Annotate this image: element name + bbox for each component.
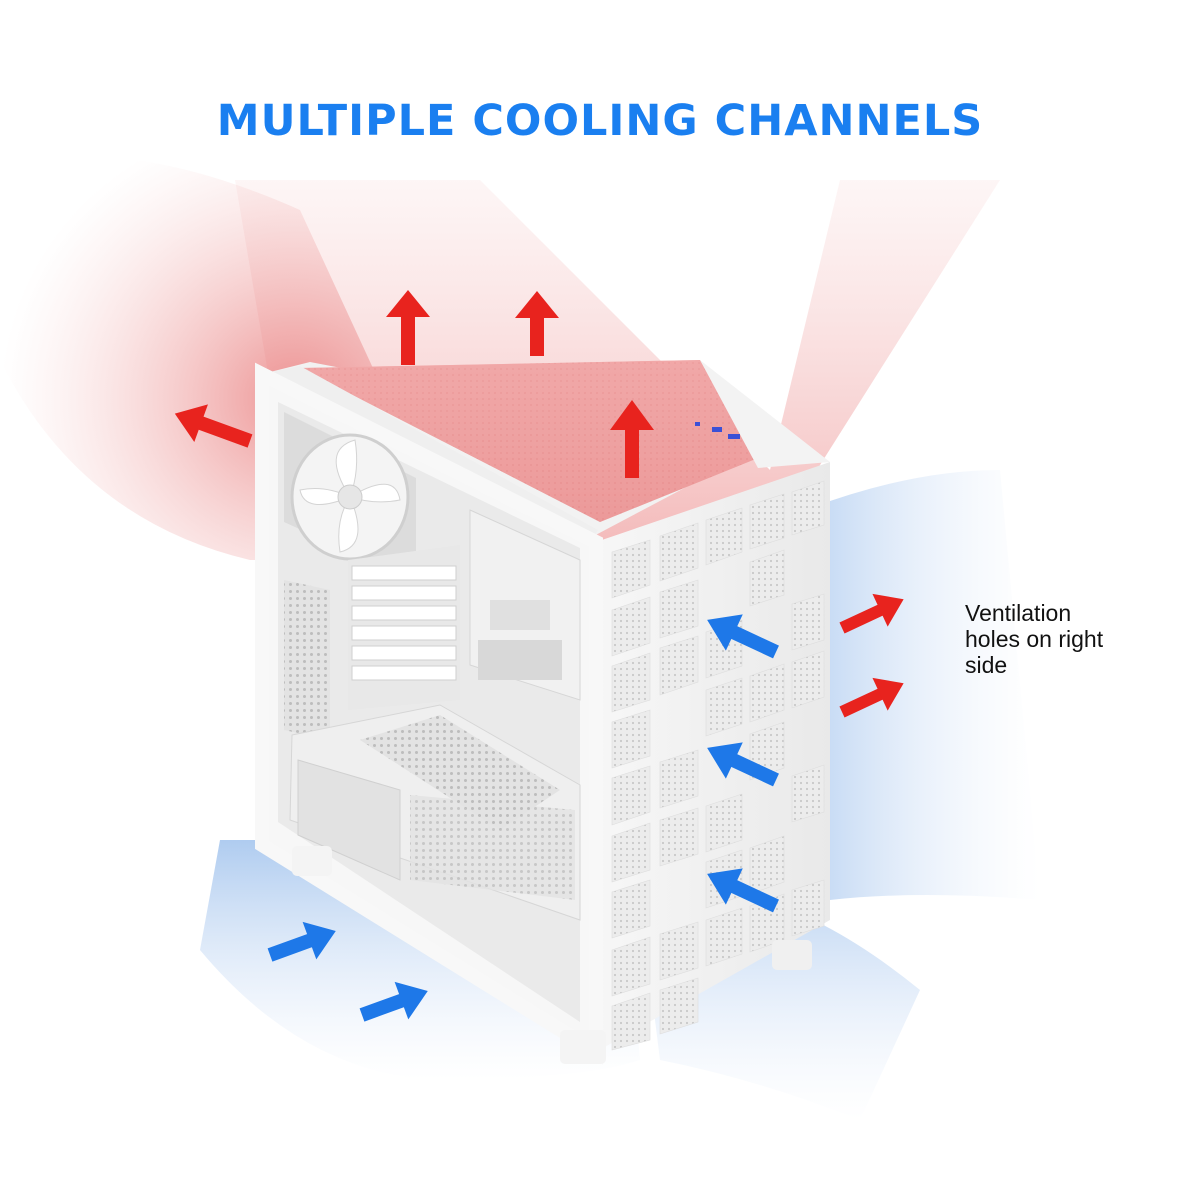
headline: MULTIPLE COOLING CHANNELS (216, 96, 984, 146)
intake-arrow (359, 981, 428, 1022)
case-foot (292, 846, 332, 876)
intake-arrow (267, 921, 336, 962)
intake-arrow (707, 742, 779, 787)
front-io-ports (695, 422, 740, 439)
exhaust-arrows (174, 290, 904, 718)
exhaust-arrow (839, 677, 904, 718)
pc-case (255, 360, 830, 1065)
intake-arrow (707, 614, 779, 659)
exhaust-arrow (515, 291, 559, 356)
exhaust-arrow (839, 593, 904, 634)
exhaust-arrow (174, 404, 253, 448)
intake-arrow (707, 868, 779, 913)
callout-line: Ventilation (965, 600, 1072, 626)
callout-line: holes on right (965, 626, 1104, 652)
case-foot (772, 940, 812, 970)
ventilation-callout: Ventilation holes on right side (965, 600, 1165, 678)
callout-line: side (965, 652, 1008, 678)
intake-arrows (267, 614, 779, 1022)
rear-fan (284, 412, 416, 582)
psu-shroud (289, 704, 581, 921)
right-side-ventilation-grid (611, 480, 825, 1051)
exhaust-arrow (610, 400, 654, 478)
case-foot (560, 1030, 606, 1064)
pci-slot-covers (348, 545, 460, 710)
exhaust-arrow (386, 290, 430, 365)
